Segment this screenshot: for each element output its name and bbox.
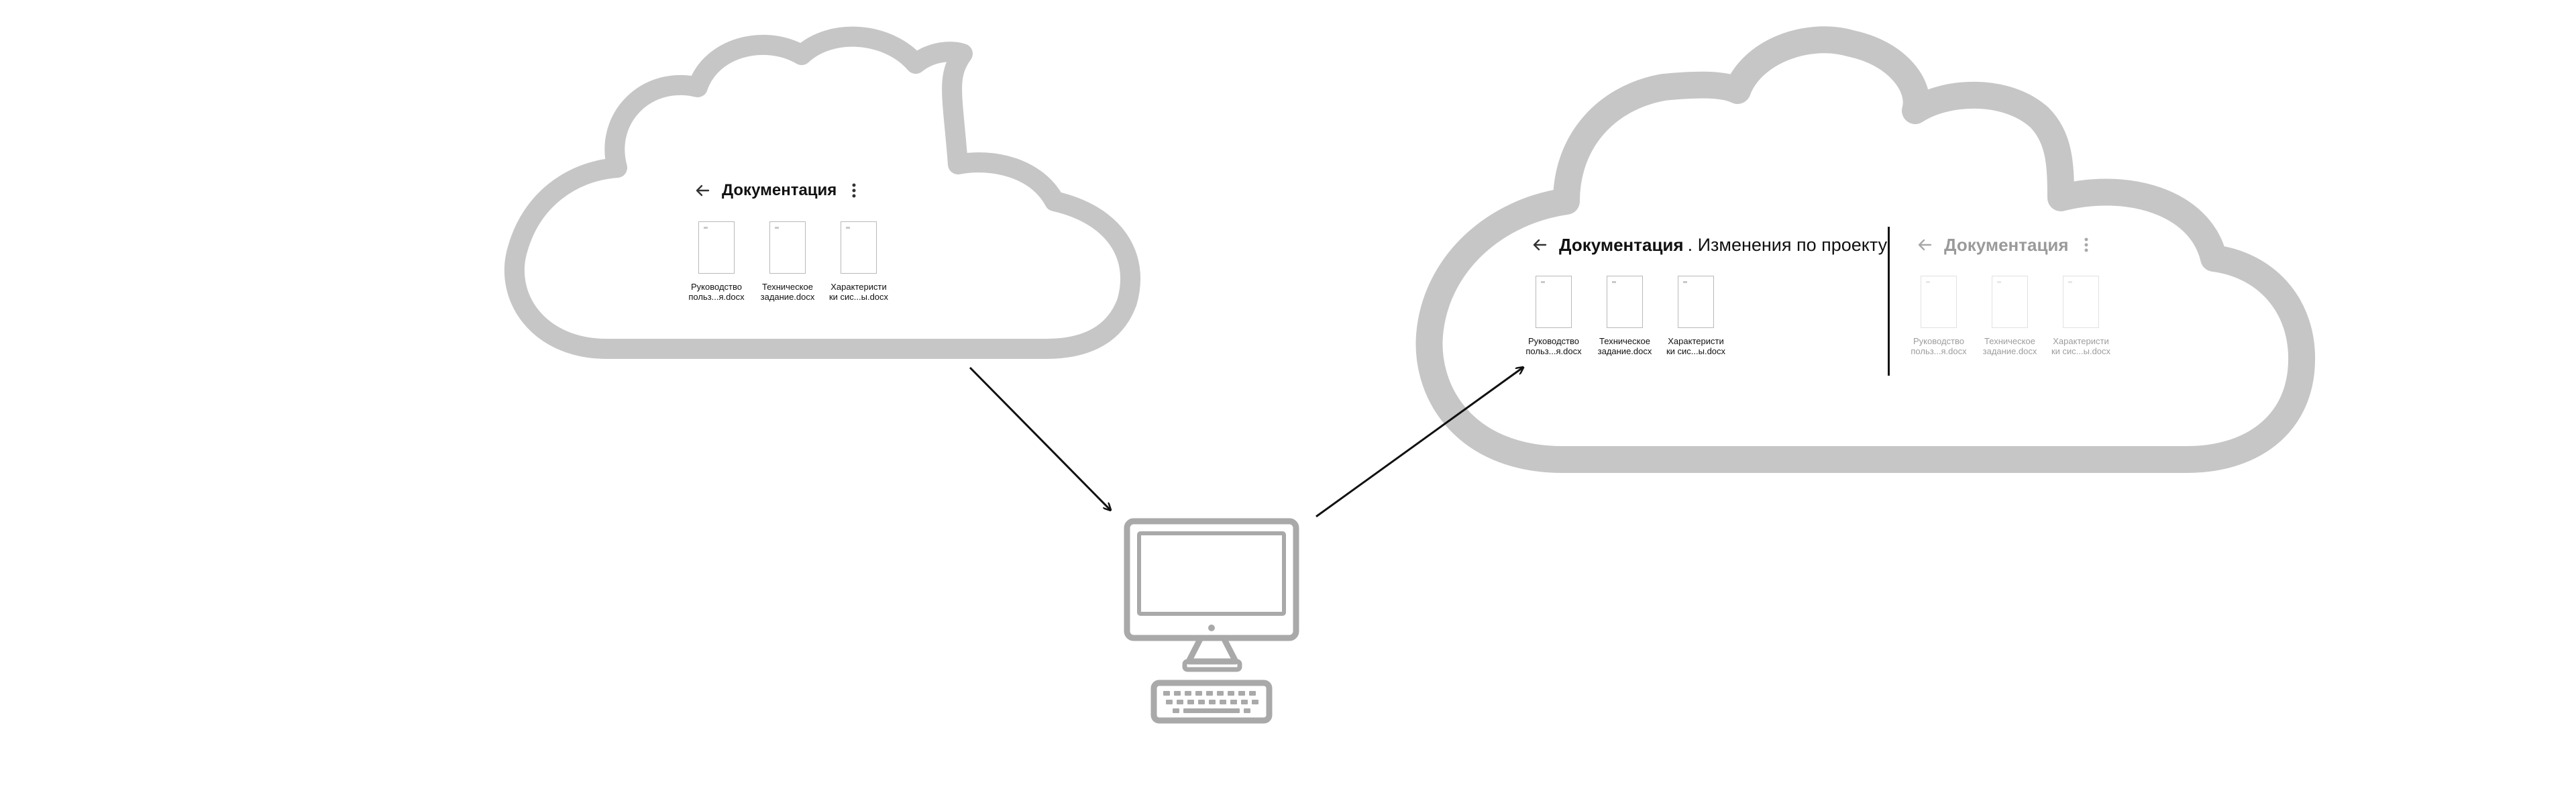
- docx-file-icon: [1607, 276, 1643, 328]
- source-cloud: [504, 26, 1140, 359]
- folder-header: Документация: [1916, 231, 2112, 258]
- folder-header: Документация: [694, 177, 890, 204]
- docx-file-icon: [698, 221, 735, 274]
- docx-file-icon: [1921, 276, 1957, 328]
- docx-file-icon: [841, 221, 877, 274]
- changes-note: . Изменения по проекту: [1687, 234, 1888, 255]
- docx-file-icon: [769, 221, 806, 274]
- back-arrow-icon[interactable]: [1916, 236, 1933, 254]
- download-arrow: [1316, 368, 1523, 518]
- folder-title: Документация: [722, 181, 837, 199]
- docx-file-icon: [1992, 276, 2028, 328]
- desktop-computer-icon: [1124, 518, 1299, 724]
- back-arrow-icon[interactable]: [1531, 236, 1548, 254]
- folder-header: Документация . Изменения по проекту: [1531, 231, 1887, 258]
- docx-file-icon: [1536, 276, 1572, 328]
- folder-title: Документация: [1559, 234, 1684, 255]
- destination-cloud: [1415, 26, 2316, 473]
- updated-folder-panel: Документация . Изменения по проекту Руко…: [1525, 231, 1887, 357]
- docx-file-icon: [1678, 276, 1714, 328]
- back-arrow-icon[interactable]: [694, 182, 711, 199]
- folder-title: Документация: [1944, 234, 2069, 255]
- docx-file-icon: [2063, 276, 2099, 328]
- more-vertical-icon[interactable]: [2084, 237, 2089, 253]
- more-vertical-icon[interactable]: [851, 182, 857, 199]
- upload-arrow: [969, 366, 1110, 510]
- panel-divider: [1888, 227, 1890, 376]
